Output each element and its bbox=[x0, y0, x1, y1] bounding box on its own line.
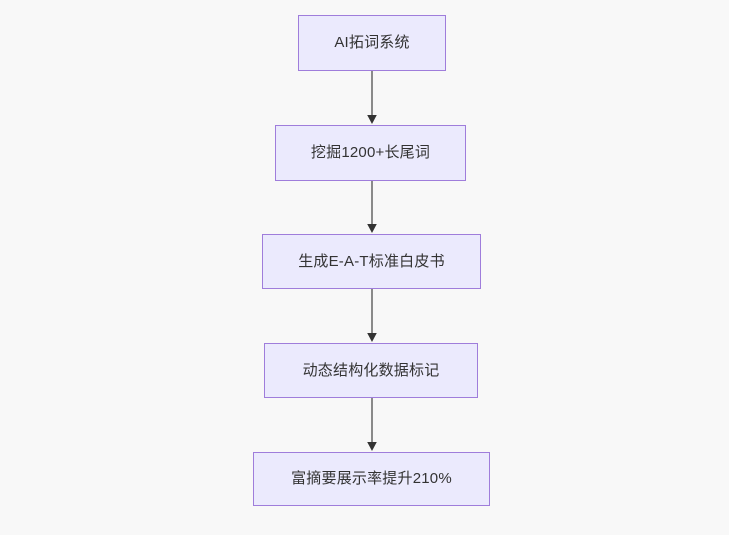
flowchart-node-label: 动态结构化数据标记 bbox=[302, 361, 440, 379]
flowchart-node-label: 生成E-A-T标准白皮书 bbox=[298, 252, 445, 270]
flowchart-node-label: 挖掘1200+长尾词 bbox=[310, 144, 431, 161]
arrowhead-icon bbox=[367, 224, 377, 233]
arrowhead-icon bbox=[367, 442, 377, 451]
flowchart-node-dynamic-structured-data-markup[interactable]: 动态结构化数据标记 bbox=[264, 343, 478, 398]
flowchart-connector-1 bbox=[367, 71, 377, 124]
flowchart-connector-3 bbox=[367, 289, 377, 342]
arrowhead-icon bbox=[367, 115, 377, 124]
flowchart-connector-2 bbox=[367, 181, 377, 233]
flowchart-connector-4 bbox=[367, 398, 377, 451]
flowchart-node-mine-long-tail-keywords[interactable]: 挖掘1200+长尾词 bbox=[275, 125, 466, 181]
flowchart-node-rich-snippet-impression-increase[interactable]: 富摘要展示率提升210% bbox=[253, 452, 490, 506]
arrowhead-icon bbox=[367, 333, 377, 342]
flowchart-node-label: 富摘要展示率提升210% bbox=[291, 470, 452, 487]
flowchart-node-generate-eat-whitepaper[interactable]: 生成E-A-T标准白皮书 bbox=[262, 234, 481, 289]
flowchart-node-ai-keyword-system[interactable]: AI拓词系统 bbox=[298, 15, 446, 71]
flowchart-node-label: AI拓词系统 bbox=[334, 34, 410, 51]
